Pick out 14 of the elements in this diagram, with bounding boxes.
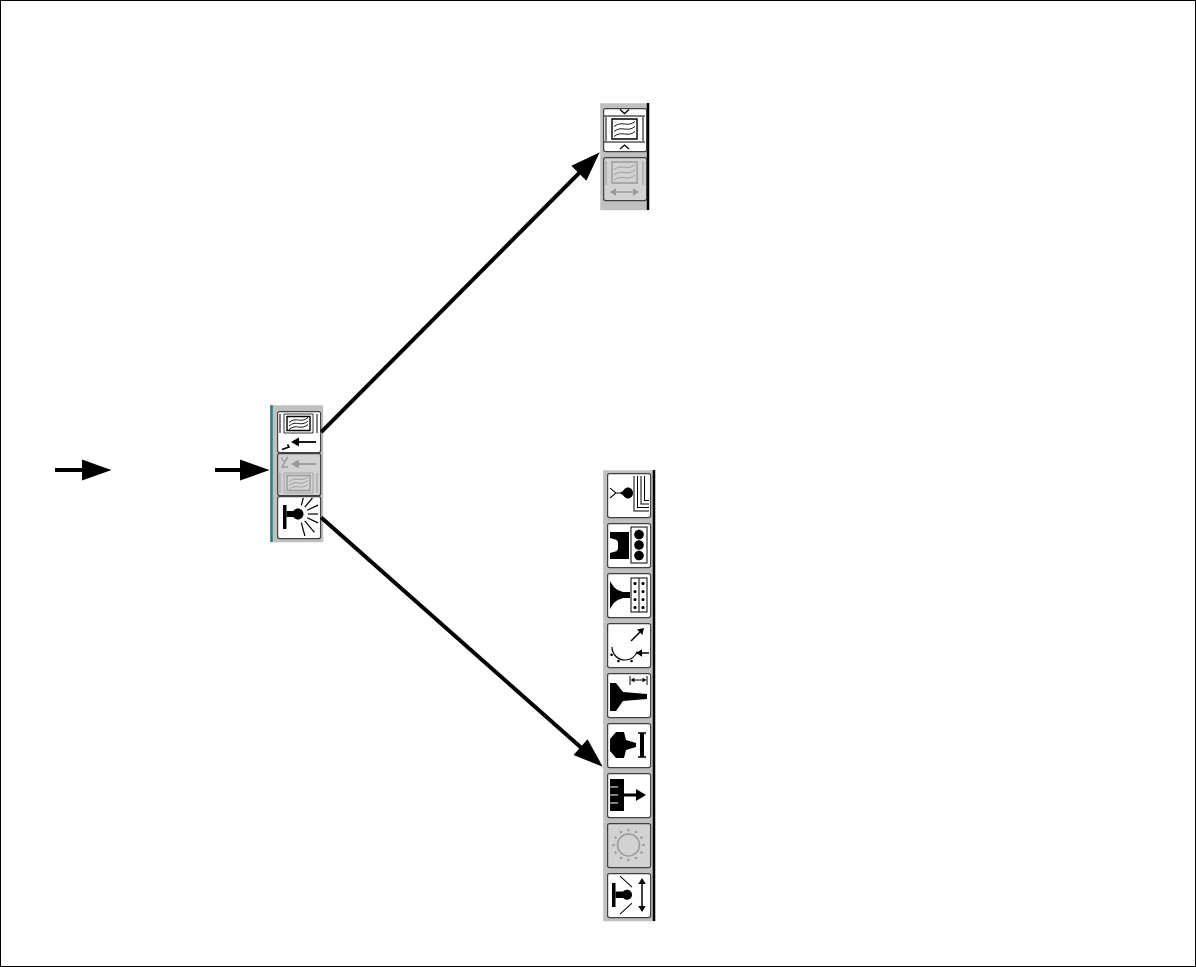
- tool-icon: [607, 723, 652, 769]
- tool-icon: [607, 873, 652, 919]
- tool-icon: [607, 573, 652, 619]
- tool-icon: [607, 823, 652, 869]
- tool-icon: [607, 773, 652, 819]
- tool-icon: [277, 453, 322, 497]
- tool-icon: [607, 523, 652, 569]
- tool-icon: [607, 673, 652, 719]
- tool-icon: [277, 496, 322, 540]
- tool-icon: [603, 157, 648, 202]
- tool-icon: [607, 473, 652, 519]
- tool-icon: [607, 623, 652, 669]
- tool-icon: [603, 108, 648, 153]
- tool-icon: [277, 411, 322, 454]
